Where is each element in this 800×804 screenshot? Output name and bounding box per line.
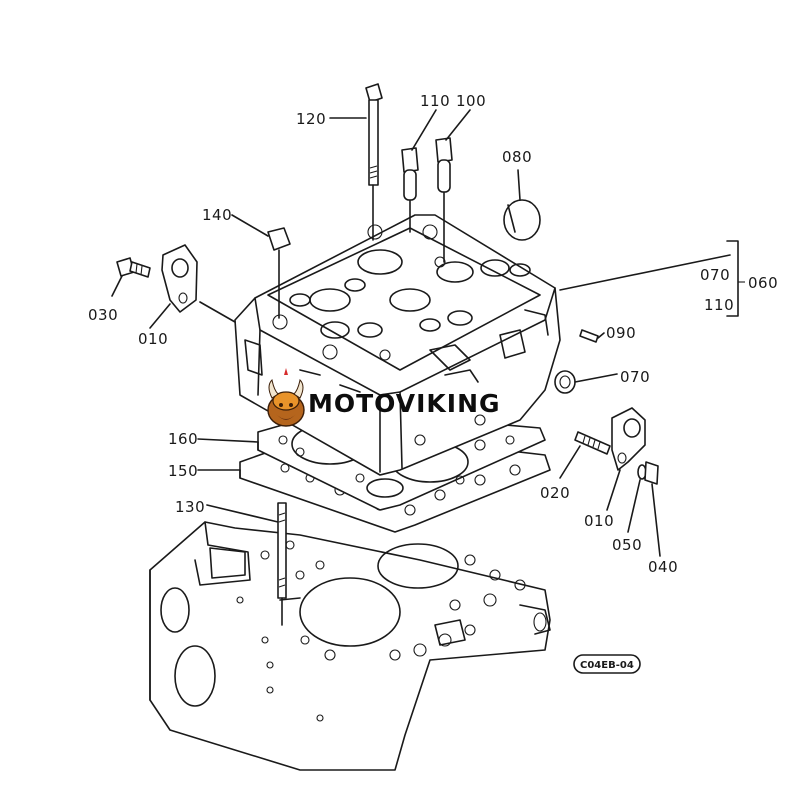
label-150: 150: [168, 462, 198, 480]
cylinder-head: [234, 214, 561, 476]
motoviking-watermark: MOTOVIKING: [267, 368, 501, 427]
label-080: 080: [502, 148, 532, 166]
head-bolt-120: [365, 83, 383, 241]
pin-090: [579, 329, 599, 343]
bolt-040: [644, 461, 659, 485]
label-040: 040: [648, 558, 678, 576]
bolt-030: [116, 257, 151, 278]
injection-nozzle-110: [401, 147, 419, 233]
viking-mascot-icon: [267, 368, 305, 427]
label-010: 010: [584, 512, 614, 530]
nut-140: [267, 227, 291, 319]
label-110: 110: [420, 92, 450, 110]
label-090: 090: [606, 324, 636, 342]
drawing-code: C04EB-04: [580, 660, 634, 671]
label-140: 140: [202, 206, 232, 224]
bracket-060: [726, 240, 739, 317]
watermark-text: MOTOVIKING: [308, 389, 501, 418]
label-130: 130: [175, 498, 205, 516]
label-100: 100: [456, 92, 486, 110]
leader-lines: [111, 109, 731, 557]
plug-080: [503, 199, 541, 241]
engine-block: [149, 521, 551, 771]
engine-hanger-010-right: [611, 407, 646, 471]
engine-hanger-010-left: [161, 244, 198, 313]
label-160: 160: [168, 430, 198, 448]
stud-020: [574, 431, 611, 455]
label-020: 020: [540, 484, 570, 502]
label-070: 070: [620, 368, 650, 386]
drawing-code-tag: C04EB-04: [573, 654, 641, 674]
part-labels: 120 110 100 080 140 030 010 070 110 060 …: [88, 92, 778, 576]
label-030: 030: [88, 306, 118, 324]
label-050: 050: [612, 536, 642, 554]
stud-130: [277, 502, 287, 626]
label-060: 060: [748, 274, 778, 292]
label-070: 070: [700, 266, 730, 284]
label-010: 010: [138, 330, 168, 348]
label-120: 120: [296, 110, 326, 128]
nozzle-holder-100: [435, 137, 453, 263]
seal-070: [554, 370, 576, 394]
label-110: 110: [704, 296, 734, 314]
